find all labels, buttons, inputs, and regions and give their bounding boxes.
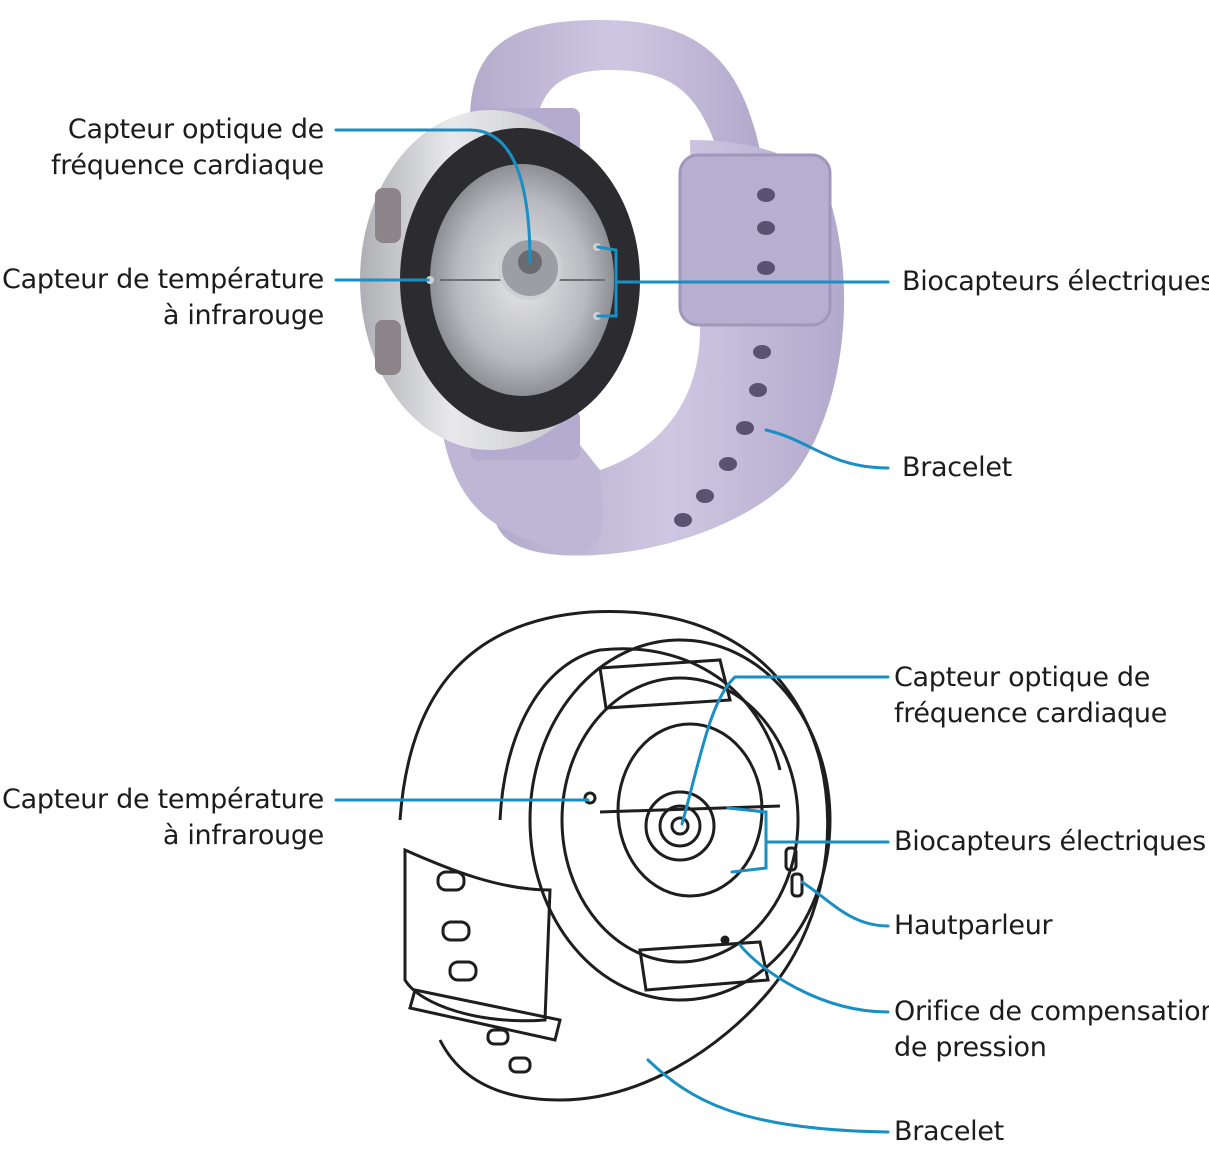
label-bottom-pressure-vent: Orifice de compensation de pression (894, 996, 1209, 1063)
side-button-bottom (375, 320, 401, 375)
drawing-strap-inner (498, 647, 782, 821)
watch-line-drawing-back (398, 609, 832, 1102)
drawing-keeper (403, 847, 552, 1023)
label-top-bioelectric: Biocapteurs électriques (902, 266, 1209, 297)
label-top-ir-temp: Capteur de température à infrarouge (2, 264, 324, 331)
ir-temp-dot (426, 276, 434, 284)
drawing-buckle (408, 988, 562, 1042)
strap-top-loop (470, 20, 760, 160)
drawing-strap-outer (398, 609, 830, 1102)
label-bottom-ir-temp: Capteur de température à infrarouge (2, 784, 324, 851)
drawing-vent (720, 935, 730, 945)
label-bottom-speaker: Hautparleur (894, 910, 1053, 941)
label-top-optical-hr: Capteur optique de fréquence cardiaque (50, 114, 324, 181)
label-bottom-optical-hr: Capteur optique de fréquence cardiaque (894, 662, 1168, 729)
label-bottom-strap: Bracelet (894, 1116, 1004, 1147)
drawing-case (528, 638, 832, 1002)
label-bottom-bioelectric: Biocapteurs électriques (894, 826, 1206, 857)
drawing-speaker-slots (784, 846, 804, 898)
drawing-strap-holes (436, 870, 532, 1074)
strap-holes (674, 188, 775, 527)
side-button-top (375, 188, 401, 243)
leader-lines (334, 128, 890, 1134)
watch-photo-back (360, 20, 845, 556)
strap-keeper (678, 153, 832, 327)
label-top-strap: Bracelet (902, 452, 1012, 483)
drawing-back (560, 676, 800, 964)
drawing-optical-sensor (644, 790, 716, 862)
